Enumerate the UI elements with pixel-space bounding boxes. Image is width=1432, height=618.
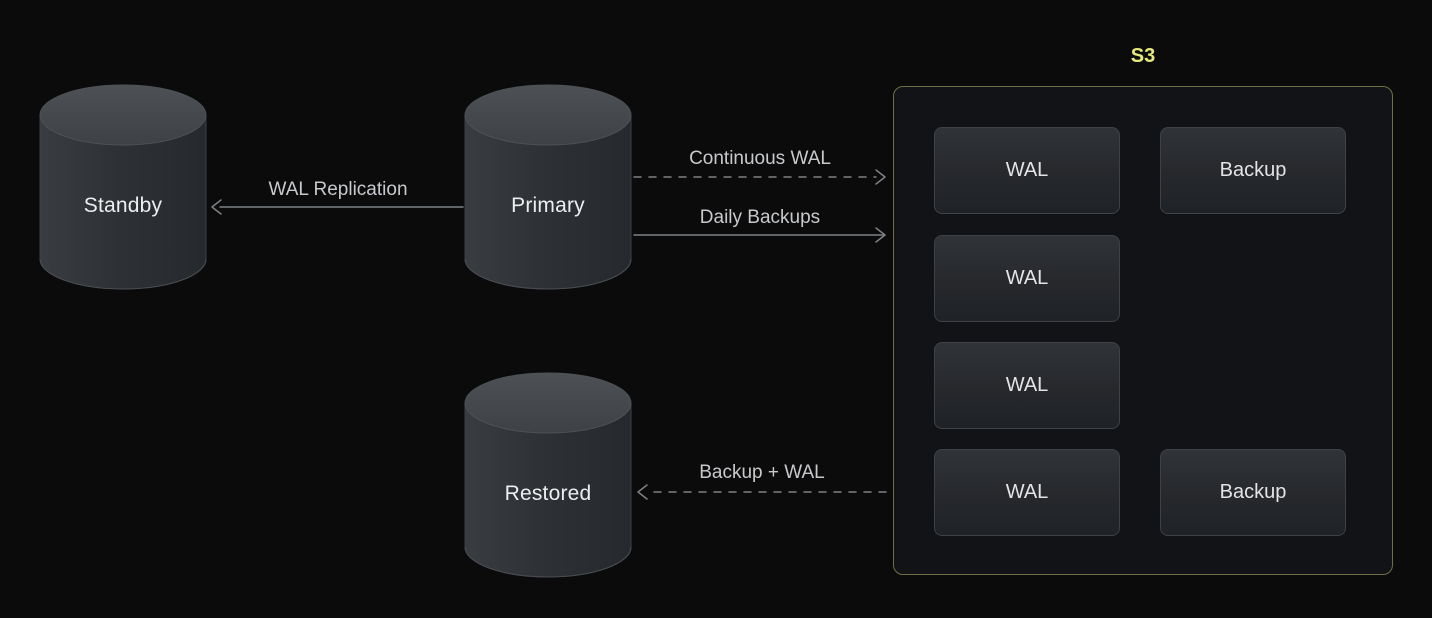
s3-wal-box: WAL [934,127,1120,214]
backup-wal-arrow [637,484,887,500]
continuous-wal-arrow [633,169,886,185]
database-cylinder-icon [464,84,632,290]
arrowhead-left-icon [637,484,648,500]
node-restored-label: Restored [504,482,592,505]
daily-backups-arrow [633,227,886,243]
s3-backup-box: Backup [1160,449,1346,536]
s3-container: WAL Backup WAL WAL WAL Backup [893,86,1393,575]
node-standby-label: Standby [83,194,163,217]
node-primary: Primary [464,84,632,290]
s3-title: S3 [1130,45,1156,67]
database-cylinder-icon [39,84,207,290]
wal-replication-arrow [211,199,464,215]
node-restored: Restored [464,372,632,578]
s3-wal-box: WAL [934,342,1120,429]
s3-wal-box: WAL [934,235,1120,322]
s3-backup-box: Backup [1160,127,1346,214]
arrowhead-right-icon [875,169,886,185]
backup-wal-label: Backup + WAL [699,462,825,483]
database-cylinder-icon [464,372,632,578]
arrowhead-right-icon [875,227,886,243]
wal-replication-label: WAL Replication [268,179,408,200]
daily-backups-label: Daily Backups [699,207,821,228]
node-standby: Standby [39,84,207,290]
continuous-wal-label: Continuous WAL [689,148,831,169]
node-primary-label: Primary [511,194,585,217]
arrowhead-left-icon [211,199,222,215]
s3-wal-box: WAL [934,449,1120,536]
